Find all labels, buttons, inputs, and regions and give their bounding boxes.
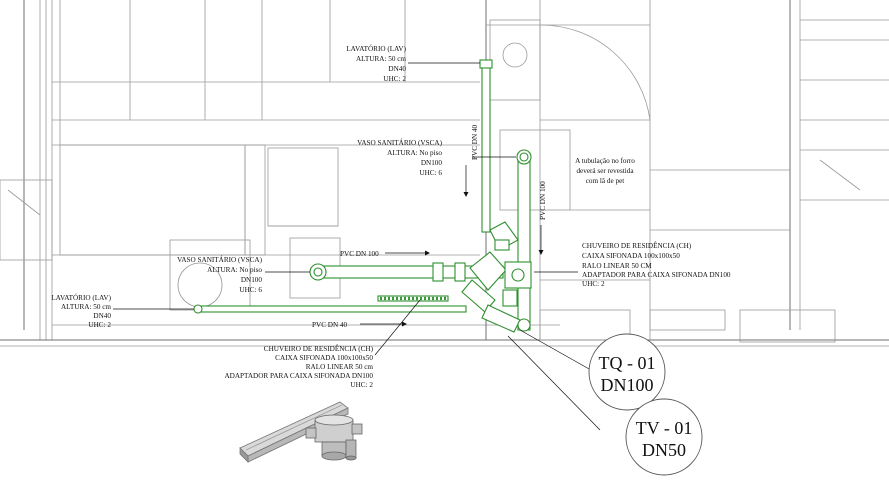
svg-text:DN100: DN100	[421, 159, 443, 167]
pvc-dn100-horizontal-label: PVC DN 100	[340, 250, 379, 258]
svg-text:DN100: DN100	[241, 276, 263, 284]
svg-text:DN100: DN100	[601, 375, 654, 395]
svg-text:TV - 01: TV - 01	[636, 418, 693, 438]
svg-text:A tubulação no forro: A tubulação no forro	[575, 157, 635, 165]
label-ch-right: CHUVEIRO DE RESIDÊNCIA (CH) CAIXA SIFONA…	[582, 240, 731, 288]
pvc-dn40-horizontal-label: PVC DN 40	[312, 321, 348, 329]
svg-text:DN40: DN40	[93, 312, 111, 320]
svg-text:ADAPTADOR PARA CAIXA SIFONADA: ADAPTADOR PARA CAIXA SIFONADA DN100	[582, 271, 731, 279]
svg-text:deverá ser revestida: deverá ser revestida	[576, 167, 634, 175]
svg-text:ALTURA: No piso: ALTURA: No piso	[387, 149, 442, 157]
label-ch-bottom: CHUVEIRO DE RESIDÊNCIA (CH) CAIXA SIFONA…	[224, 343, 373, 389]
label-vsca-top: VASO SANITÁRIO (VSCA) ALTURA: No piso DN…	[357, 137, 443, 177]
svg-text:LAVATÓRIO (LAV): LAVATÓRIO (LAV)	[51, 292, 111, 302]
svg-text:LAVATÓRIO (LAV): LAVATÓRIO (LAV)	[346, 43, 406, 53]
svg-text:RALO LINEAR 50 CM: RALO LINEAR 50 CM	[582, 262, 652, 270]
svg-text:ALTURA: 50 cm: ALTURA: 50 cm	[356, 55, 406, 63]
vertical-dn40-pipe	[481, 61, 491, 233]
pvc-dn100-vertical-label: PVC DN 100	[539, 181, 547, 220]
svg-text:UHC: 2: UHC: 2	[383, 75, 406, 83]
svg-text:VASO SANITÁRIO (VSCA): VASO SANITÁRIO (VSCA)	[177, 254, 263, 264]
svg-text:ALTURA: No piso: ALTURA: No piso	[207, 266, 262, 274]
svg-text:UHC: 2: UHC: 2	[88, 321, 111, 329]
svg-text:CAIXA SIFONADA 100x100x50: CAIXA SIFONADA 100x100x50	[582, 252, 680, 260]
label-lav-top: LAVATÓRIO (LAV) ALTURA: 50 cm DN40 UHC: …	[346, 43, 406, 83]
horizontal-dn40-pipe	[195, 305, 467, 313]
label-vsca-left: VASO SANITÁRIO (VSCA) ALTURA: No piso DN…	[177, 254, 263, 294]
linear-drain	[377, 295, 449, 302]
svg-text:DN50: DN50	[642, 440, 686, 460]
svg-text:UHC: 6: UHC: 6	[239, 286, 262, 294]
pvc-dn40-vertical-label: PVC DN 40	[471, 124, 479, 160]
tag-tv-01: TV - 01 DN50	[625, 398, 703, 476]
label-lav-left: LAVATÓRIO (LAV) ALTURA: 50 cm DN40 UHC: …	[51, 292, 111, 329]
svg-text:RALO LINEAR 50 cm: RALO LINEAR 50 cm	[306, 363, 374, 371]
svg-text:CHUVEIRO DE RESIDÊNCIA (CH): CHUVEIRO DE RESIDÊNCIA (CH)	[264, 343, 374, 353]
svg-text:UHC: 2: UHC: 2	[582, 280, 605, 288]
svg-text:UHC: 2: UHC: 2	[350, 381, 373, 389]
svg-text:CHUVEIRO DE RESIDÊNCIA (CH): CHUVEIRO DE RESIDÊNCIA (CH)	[582, 240, 692, 250]
label-note: A tubulação no forro deverá ser revestid…	[575, 157, 635, 185]
leader-lines	[113, 62, 601, 431]
architectural-background	[0, 0, 889, 347]
svg-text:ALTURA: 50 cm: ALTURA: 50 cm	[61, 303, 111, 311]
vertical-dn100-pipe	[517, 159, 531, 331]
drain-3d-illustration	[239, 401, 363, 463]
svg-text:UHC: 6: UHC: 6	[419, 169, 442, 177]
svg-text:CAIXA SIFONADA 100x100x50: CAIXA SIFONADA 100x100x50	[275, 354, 373, 362]
svg-text:ADAPTADOR PARA CAIXA SIFONADA: ADAPTADOR PARA CAIXA SIFONADA DN100	[224, 372, 373, 380]
pipe-network	[193, 59, 532, 333]
svg-text:DN40: DN40	[388, 65, 406, 73]
svg-text:VASO SANITÁRIO (VSCA): VASO SANITÁRIO (VSCA)	[357, 137, 443, 147]
svg-text:com lã de pet: com lã de pet	[586, 177, 625, 185]
siphon-box-cluster	[461, 221, 532, 333]
tag-tq-01: TQ - 01 DN100	[588, 333, 666, 411]
svg-text:TQ - 01: TQ - 01	[599, 353, 656, 373]
